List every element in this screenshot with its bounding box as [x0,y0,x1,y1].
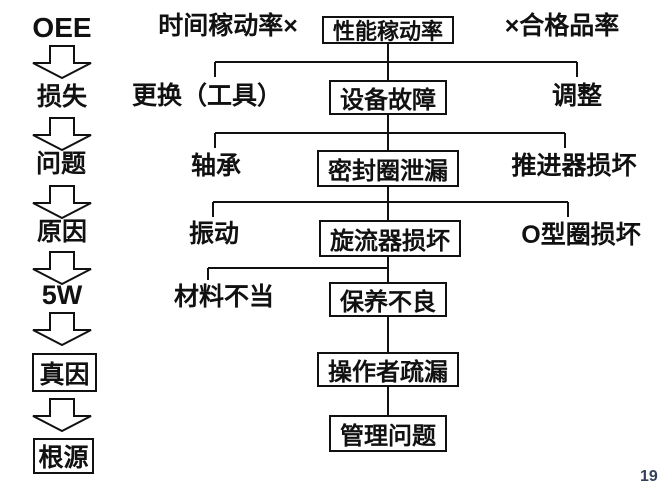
down-arrow-icon [32,312,92,346]
page-number: 19 [640,468,658,485]
tree-box-poor-maintenance-label: 保养不良 [340,289,436,316]
tree-box-operator-negligence: 操作者疏漏 [317,352,459,387]
tree-label-tool-change: 更换（工具） [131,82,283,110]
tree-box-cyclone-damage: 旋流器损坏 [319,220,461,257]
tree-label-propeller-damage: 推进器损坏 [511,152,637,180]
tree-box-management-problem: 管理问题 [329,415,447,452]
rail-label-loss: 损失 [36,83,88,111]
down-arrow-icon [32,398,92,432]
tree-label-o-ring-damage: O型圈损坏 [521,221,641,249]
rail-label-5w: 5W [41,280,83,310]
tree-label-improper-material: 材料不当 [173,283,275,311]
rail-label-cause: 原因 [36,218,88,246]
down-arrow-icon [32,45,92,79]
rail-box-true-cause: 真因 [32,353,97,392]
tree-label-adjustment: 调整 [551,82,603,110]
tree-label-vibration: 振动 [188,220,240,248]
tree-box-poor-maintenance: 保养不良 [329,282,447,317]
tree-label-quality-rate: ×合格品率 [504,12,620,40]
tree-box-seal-ring-leak-label: 密封圈泄漏 [328,158,448,185]
rail-box-root-source-label: 根源 [38,444,89,472]
tree-box-cyclone-damage-label: 旋流器损坏 [330,228,450,255]
tree-box-equipment-failure: 设备故障 [329,80,447,115]
rail-label-problem: 问题 [35,150,87,178]
down-arrow-icon [32,185,92,219]
rail-box-root-source: 根源 [33,438,94,474]
tree-label-time-availability: 时间稼动率× [158,12,298,40]
tree-box-management-problem-label: 管理问题 [340,423,436,450]
rail-label-oee: OEE [32,12,92,43]
tree-box-equipment-failure-label: 设备故障 [340,87,436,114]
down-arrow-icon [32,251,92,285]
tree-label-bearing: 轴承 [190,152,242,180]
tree-box-performance-rate-label: 性能稼动率 [332,19,444,44]
tree-box-performance-rate: 性能稼动率 [321,16,455,44]
tree-box-operator-negligence-label: 操作者疏漏 [328,359,448,386]
rail-box-true-cause-label: 真因 [39,360,90,389]
tree-box-seal-ring-leak: 密封圈泄漏 [317,150,459,187]
down-arrow-icon [32,117,92,151]
